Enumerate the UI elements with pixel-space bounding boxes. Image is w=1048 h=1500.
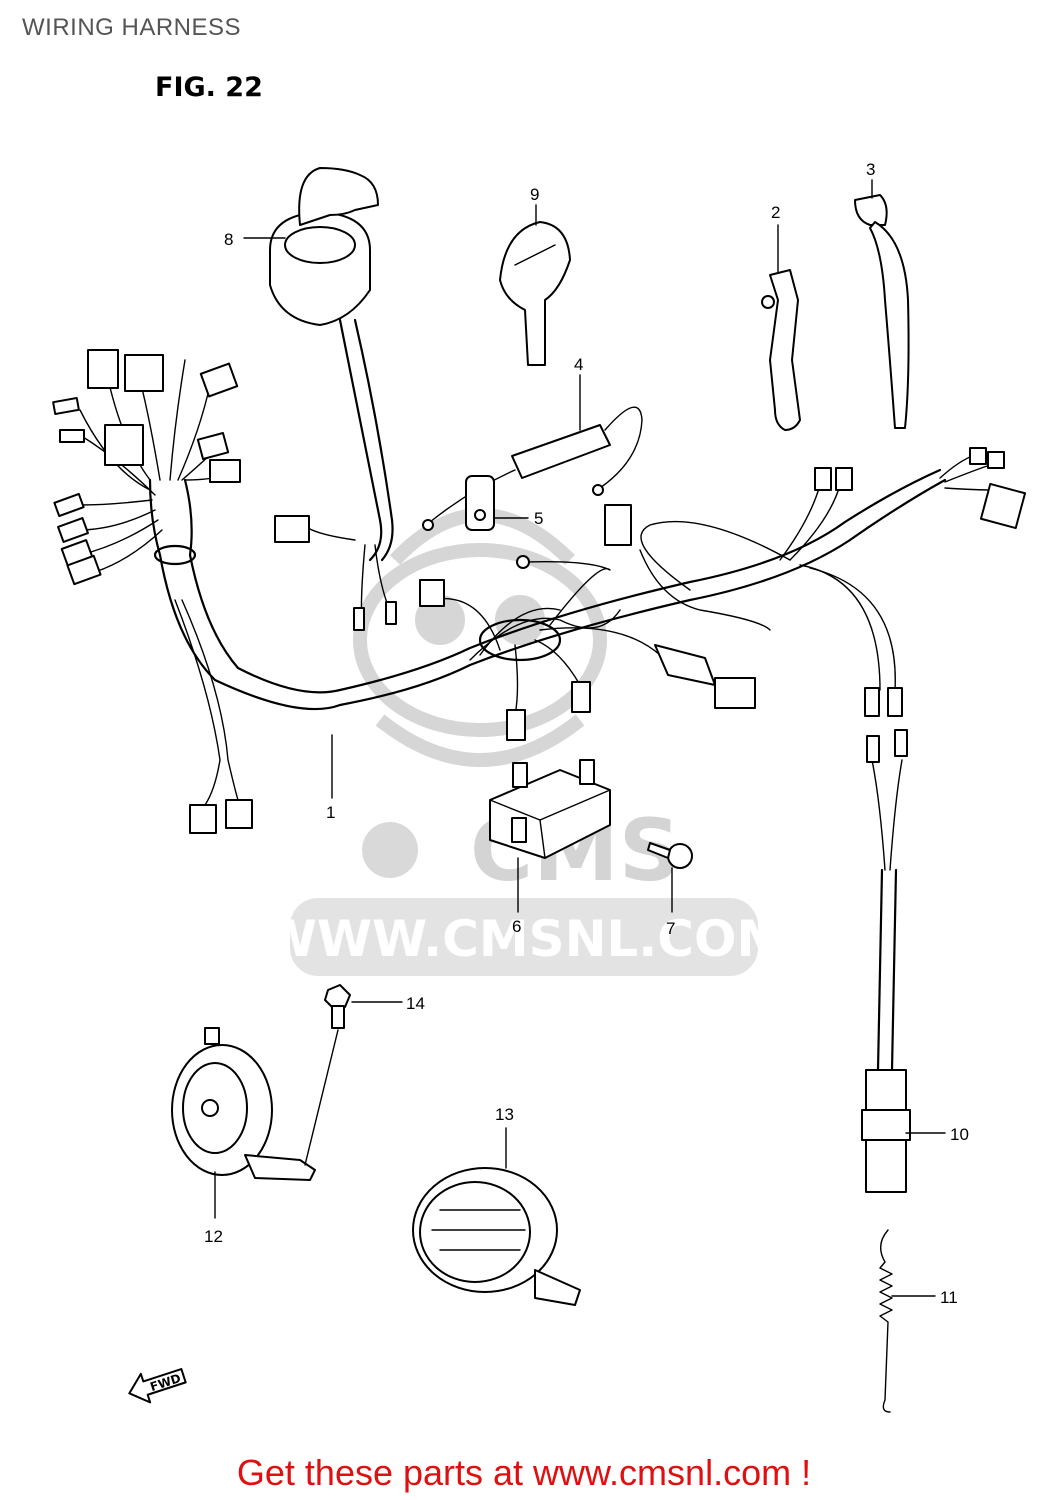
fuse-holder-part [422, 406, 643, 531]
ignition-key-part [499, 221, 571, 366]
callout-number: 1 [326, 803, 335, 822]
callout-number: 12 [204, 1227, 223, 1246]
wire-clamp-part [761, 269, 801, 431]
footer-parts-link[interactable]: Get these parts at www.cmsnl.com ! [236, 1452, 812, 1493]
callout-7: 7 [666, 867, 675, 938]
cable-tie-part [854, 194, 910, 429]
figure-label: FIG. 22 [155, 72, 263, 103]
callout-5: 5 [493, 509, 543, 528]
callout-number: 11 [940, 1288, 958, 1307]
callout-number: 6 [512, 917, 521, 936]
fwd-label: FWD [148, 1371, 182, 1394]
horn-cover-part [412, 1167, 581, 1306]
callout-4: 4 [574, 355, 583, 431]
page-title: WIRING HARNESS [22, 14, 242, 41]
brake-light-switch-part [861, 729, 911, 1193]
callout-13: 13 [495, 1105, 514, 1169]
wiring-harness-part [52, 349, 1027, 834]
callout-number: 8 [224, 230, 233, 249]
callout-number: 4 [574, 355, 583, 374]
parts-diagram: CMS WWW.CMSNL.COM [52, 160, 1027, 1413]
callout-number: 2 [771, 203, 780, 222]
callout-9: 9 [530, 185, 539, 226]
callout-14: 14 [304, 994, 425, 1166]
rectifier-screw-part [647, 842, 693, 869]
callout-11: 11 [891, 1288, 958, 1307]
callout-2: 2 [771, 203, 780, 273]
ignition-switch-part [269, 167, 397, 631]
callout-number: 7 [666, 919, 675, 938]
callout-number: 14 [406, 994, 425, 1013]
forward-direction-marker: FWD [128, 1368, 187, 1404]
callout-number: 13 [495, 1105, 514, 1124]
watermark-url-band [290, 898, 758, 976]
watermark-url: WWW.CMSNL.COM [262, 910, 787, 968]
callout-6: 6 [512, 857, 521, 936]
fuse-holder-bracket-part [465, 475, 495, 531]
watermark: CMS WWW.CMSNL.COM [262, 508, 787, 976]
callout-8: 8 [224, 230, 286, 249]
callout-3: 3 [866, 160, 875, 199]
horn-bolt-part [324, 984, 351, 1029]
horn-part [171, 1027, 316, 1181]
callout-number: 5 [534, 509, 543, 528]
callout-number: 10 [950, 1125, 969, 1144]
callout-number: 3 [866, 160, 875, 179]
callout-12: 12 [204, 1171, 223, 1246]
watermark-emblem-icon [362, 822, 418, 878]
callout-number: 9 [530, 185, 539, 204]
callout-10: 10 [905, 1125, 969, 1144]
rectifier-part [489, 759, 611, 859]
brake-switch-spring-part [879, 1229, 893, 1413]
callout-1: 1 [326, 734, 335, 822]
